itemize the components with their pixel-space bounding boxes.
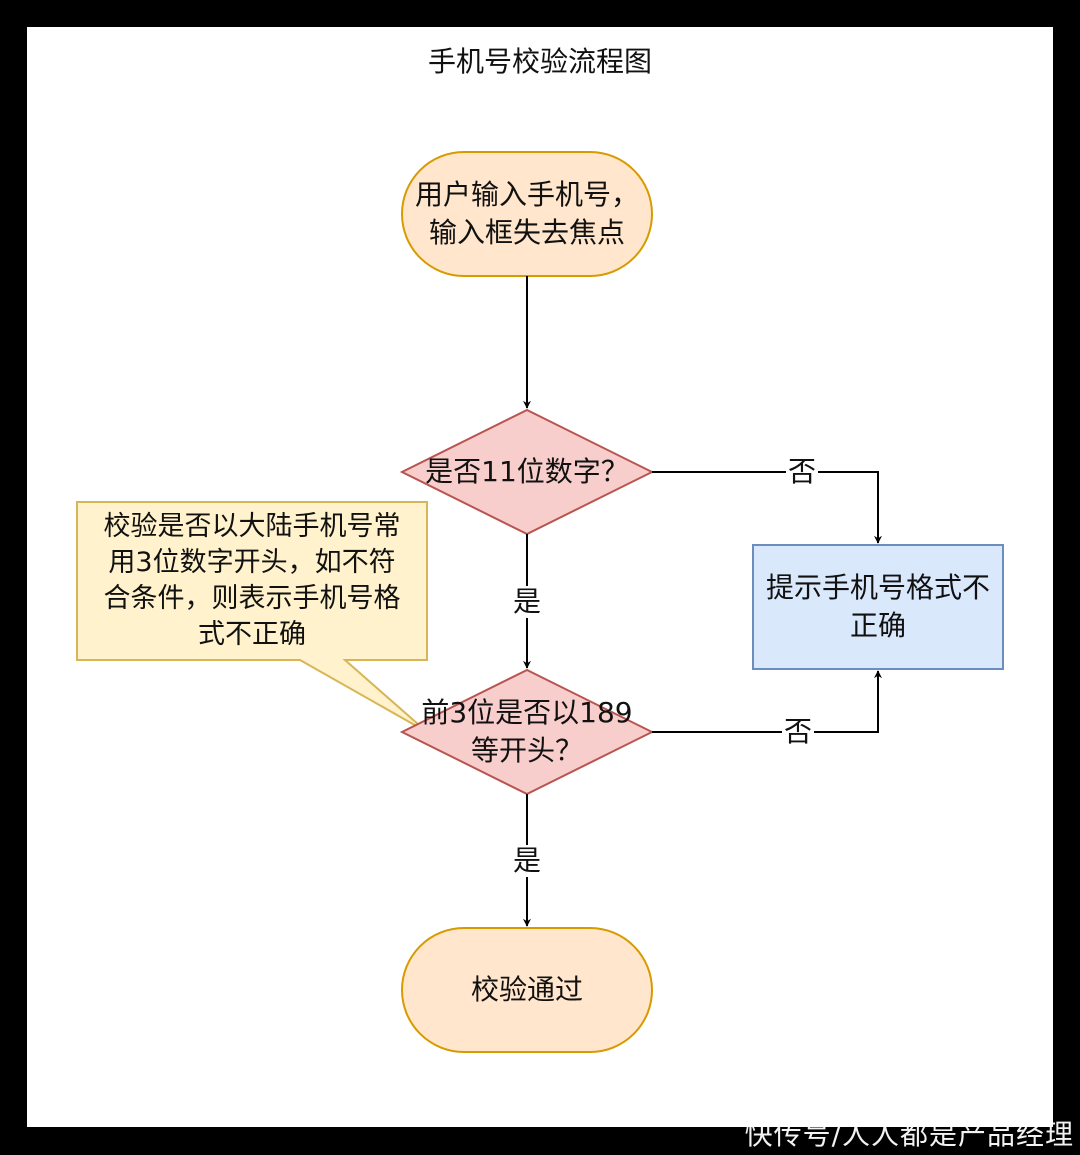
- note-line3: 合条件，则表示手机号格: [103, 583, 401, 614]
- edge-label-d2-no: 否: [782, 715, 815, 748]
- decision-2-label-line1: 前3位是否以189: [421, 696, 633, 729]
- end-label: 校验通过: [470, 973, 583, 1006]
- decision-2-label: 前3位是否以189 等开头？: [392, 694, 662, 770]
- end-terminal: [401, 927, 653, 1053]
- note-line2: 用3位数字开头，如不符: [108, 547, 396, 578]
- start-label-line2: 输入框失去焦点: [428, 216, 625, 249]
- decision-1-label: 是否11位数字？: [425, 455, 629, 488]
- diagram-title: 手机号校验流程图: [427, 45, 652, 78]
- error-label-line2: 正确: [849, 609, 906, 642]
- edge-label-d2-yes: 是: [511, 844, 544, 877]
- decision-2-label-line2: 等开头？: [470, 734, 583, 767]
- note-line4: 式不正确: [198, 619, 306, 650]
- error-process-box: [752, 544, 1004, 670]
- start-label-line1: 用户输入手机号，: [414, 178, 639, 211]
- error-label-line1: 提示手机号格式不: [765, 571, 990, 604]
- edge-label-d1-no: 否: [786, 455, 819, 488]
- watermark: 快传号/人人都是产品经理: [744, 1118, 1074, 1151]
- note-callout: [76, 501, 428, 733]
- note-line1: 校验是否以大陆手机号常: [103, 511, 401, 542]
- start-label: 用户输入手机号， 输入框失去焦点: [402, 152, 652, 276]
- error-label: 提示手机号格式不 正确: [753, 545, 1003, 669]
- note-text: 校验是否以大陆手机号常 用3位数字开头，如不符 合条件，则表示手机号格 式不正确: [77, 505, 427, 657]
- edge-d1-no-to-error: [652, 471, 882, 544]
- edge-d2-no-to-error: [652, 670, 882, 733]
- edge-label-d1-yes: 是: [511, 585, 544, 618]
